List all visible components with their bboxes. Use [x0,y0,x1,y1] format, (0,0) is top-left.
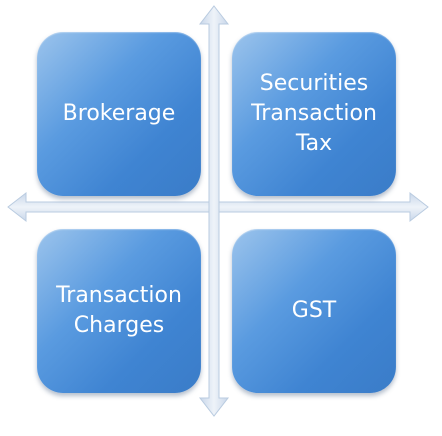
quadrant-label: Securities Transaction Tax [251,71,377,156]
quadrant-label: Transaction Charges [56,283,182,338]
quadrant-brokerage: Brokerage [37,32,201,196]
quadrant-label: Brokerage [62,101,176,126]
quadrant-label: GST [291,298,337,323]
quadrant-gst: GST [232,229,396,393]
quadrant-securities-transaction-tax: Securities Transaction Tax [232,32,396,196]
vertical-arrow [198,5,230,417]
quadrant-transaction-charges: Transaction Charges [37,229,201,393]
